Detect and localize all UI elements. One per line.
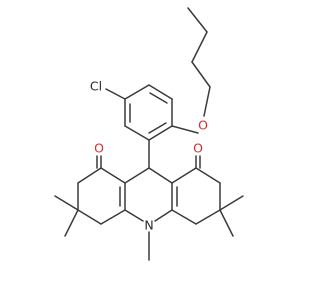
ether-oxygen-label: O bbox=[198, 118, 208, 133]
right-dione-ring bbox=[171, 155, 244, 237]
bond-o-aryl bbox=[171, 125, 199, 134]
ring-double-c bbox=[148, 122, 167, 134]
bond-n-c10a bbox=[154, 209, 173, 222]
bond-c8a-c8 bbox=[171, 167, 197, 184]
bond-c1-c2 bbox=[187, 7, 208, 33]
bond-c4a-n bbox=[124, 209, 144, 222]
methyl-left-a bbox=[54, 195, 79, 211]
bond-c4-o bbox=[203, 86, 211, 117]
methyl-right-a bbox=[219, 195, 244, 211]
ring-double-a bbox=[149, 92, 168, 104]
ring-bond-5 bbox=[124, 125, 150, 141]
nitrogen-label: N bbox=[144, 218, 153, 233]
chlorophenyl-ring bbox=[124, 84, 173, 141]
butyl-chain bbox=[187, 7, 211, 117]
bond-c4-c4a bbox=[100, 209, 126, 225]
bond-c1-c2 bbox=[77, 167, 102, 184]
ketone-oxygen-left-label: O bbox=[94, 141, 104, 156]
bond-c6-c5 bbox=[195, 209, 221, 225]
methyl-right-b bbox=[219, 209, 234, 237]
ketone-oxygen-right-label: O bbox=[193, 141, 203, 156]
bond-c3-c4 bbox=[191, 61, 211, 88]
bond-c2-c3 bbox=[191, 31, 208, 63]
methyl-left-b bbox=[64, 209, 79, 237]
bond-c3-c4 bbox=[77, 209, 102, 225]
bond-c9-c8a bbox=[148, 167, 173, 184]
structure-canvas: Cl O O O N bbox=[54, 7, 244, 261]
central-dihydropyridine-ring bbox=[124, 167, 173, 261]
bond-c9-c9a bbox=[124, 167, 150, 184]
ring-bond-6 bbox=[148, 125, 173, 141]
bond-c8-c7 bbox=[195, 167, 221, 184]
ring-bond-3 bbox=[124, 84, 150, 100]
chlorine-label: Cl bbox=[90, 79, 102, 94]
bond-c9a-c1 bbox=[100, 167, 126, 184]
bond-c5-c10a bbox=[171, 209, 197, 225]
left-dione-ring bbox=[54, 155, 150, 237]
bond-aryl-cl bbox=[105, 88, 126, 100]
ring-bond-2 bbox=[148, 84, 173, 100]
molecule-diagram: Cl O O O N bbox=[54, 7, 244, 261]
